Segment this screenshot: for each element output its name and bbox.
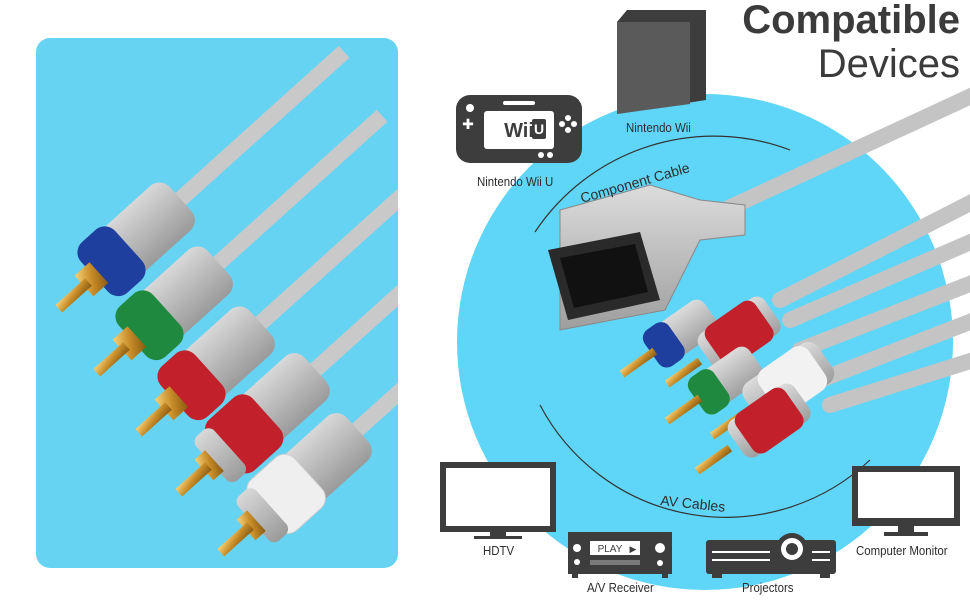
svg-text:✚: ✚ [462,117,474,133]
wii-av-connector [548,184,746,331]
product-photo-panel [36,38,398,568]
av-cables-label: AV Cables [660,492,726,515]
plug-red [135,169,398,437]
label-nintendo-wii-u: Nintendo Wii U [477,174,554,189]
computer-monitor-icon [852,466,960,536]
receiver-display-text: PLAY [598,544,623,555]
av-receiver-icon: PLAY ▶ [568,532,672,578]
component-cable-arc [534,135,791,233]
tv-icon [440,462,556,539]
av-plug-cluster [619,296,835,475]
plug-green [93,109,388,377]
label-nintendo-wii: Nintendo Wii [626,120,691,135]
wii-u-gamepad-icon: Wii U ✚ [456,95,582,163]
svg-text:▶: ▶ [630,544,637,554]
label-computer-monitor: Computer Monitor [856,543,948,558]
plug-blue [55,45,350,313]
av-cables-arc [539,404,871,518]
label-hdtv: HDTV [483,543,515,558]
label-av-receiver: A/V Receiver [587,580,654,595]
component-cable-plugs-illustration [55,45,398,557]
wii-console-icon [617,10,706,114]
title-line-1: Compatible [742,0,960,42]
plug-white-audio [217,289,398,557]
svg-text:U: U [534,121,544,137]
page-title: Compatible Devices [742,0,960,84]
cable-bundle [712,87,970,413]
wii-u-screen-text: Wii [504,120,534,142]
plug-red-audio [175,229,398,497]
projector-icon [706,533,836,578]
label-projectors: Projectors [742,580,794,595]
title-line-2: Devices [817,42,960,86]
